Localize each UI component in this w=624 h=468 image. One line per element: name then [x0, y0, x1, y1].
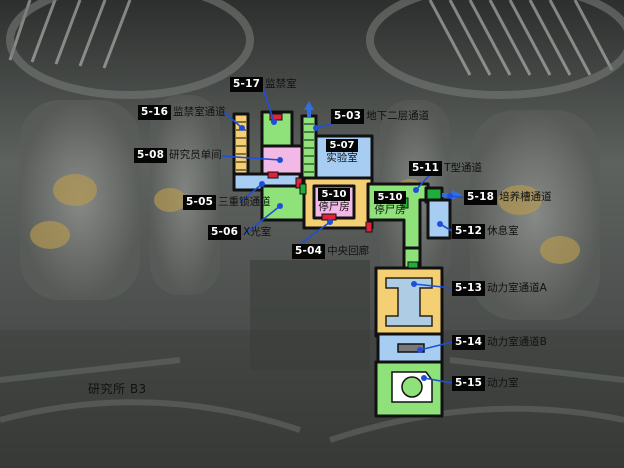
- exit-up-arrow-icon: [304, 101, 314, 110]
- label-5-10-b[interactable]: 5-10 停尸房: [374, 191, 406, 216]
- room-5-12[interactable]: [426, 198, 452, 240]
- label-5-08[interactable]: 5-08 研究员单间: [134, 148, 222, 163]
- floor-label: 研究所 B3: [88, 382, 147, 396]
- label-5-04[interactable]: 5-04 中央回廊: [292, 244, 369, 259]
- door-red[interactable]: [295, 177, 303, 189]
- label-5-16[interactable]: 5-16 监禁室通道: [138, 105, 226, 120]
- label-5-18[interactable]: 5-18 培养槽通道: [464, 190, 552, 205]
- label-5-06[interactable]: 5-06 X光室: [208, 225, 271, 240]
- label-5-07[interactable]: 5-07 实验室: [326, 139, 358, 164]
- door-green[interactable]: [407, 261, 419, 269]
- label-5-10-a[interactable]: 5-10 停尸房: [318, 188, 350, 213]
- door-green[interactable]: [299, 183, 307, 195]
- door-red[interactable]: [267, 171, 279, 179]
- label-5-12[interactable]: 5-12 休息室: [452, 224, 519, 239]
- label-5-14[interactable]: 5-14 动力室通道B: [452, 335, 547, 350]
- label-5-03[interactable]: 5-03 地下二层通道: [331, 109, 429, 124]
- room-5-08[interactable]: [260, 144, 308, 178]
- room-5-03[interactable]: [300, 114, 318, 180]
- label-5-11[interactable]: 5-11 T型通道: [409, 161, 482, 176]
- label-5-15[interactable]: 5-15 动力室: [452, 376, 519, 391]
- exit-right-arrow-icon: [452, 190, 462, 200]
- label-5-13[interactable]: 5-13 动力室通道A: [452, 281, 547, 296]
- door-red[interactable]: [365, 221, 373, 233]
- door-red[interactable]: [321, 213, 337, 221]
- label-5-17[interactable]: 5-17 监禁室: [230, 77, 297, 92]
- label-5-05[interactable]: 5-05 三重锁通道: [183, 195, 271, 210]
